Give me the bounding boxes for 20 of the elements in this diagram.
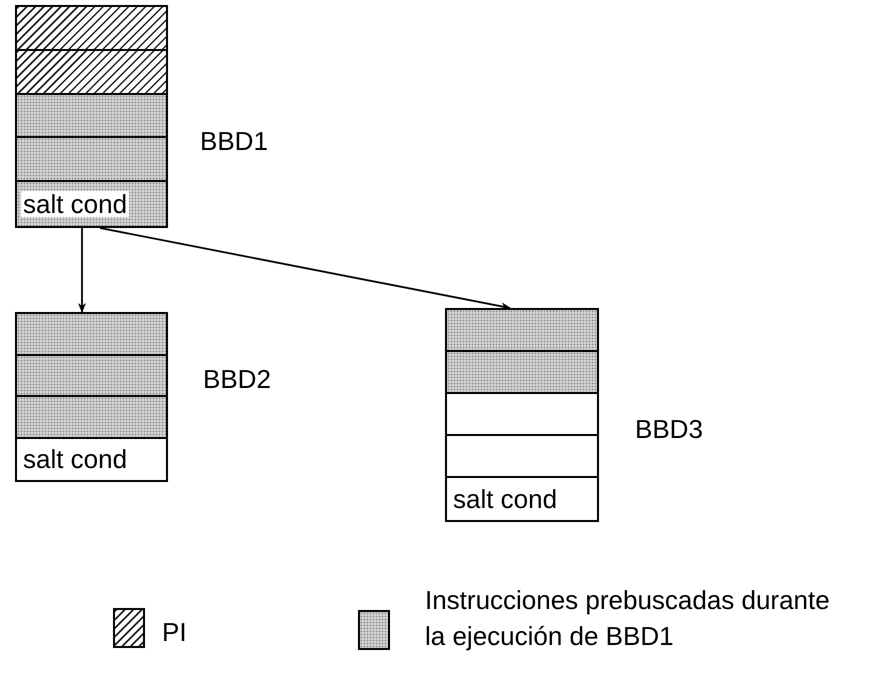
block-label: BBD2: [203, 366, 271, 392]
text-cell: salt cond: [17, 182, 166, 226]
legend-label: Instrucciones prebuscadas durante la ejecución de BBD1: [425, 584, 831, 653]
shaded-cell: [17, 314, 166, 356]
arrow: [100, 227, 511, 310]
legend-label: PI: [162, 616, 188, 649]
arrow: [78, 228, 86, 313]
shaded-cell: [447, 352, 597, 394]
shaded-cell: [17, 138, 166, 182]
instruction-block: [15, 5, 168, 228]
hatched-cell: [17, 50, 166, 95]
shaded-cell: [17, 397, 166, 438]
instruction-block: [445, 308, 599, 522]
instruction-block: [15, 312, 168, 482]
hatched-cell: [17, 7, 166, 51]
shaded-cell: [17, 94, 166, 138]
block-label: BBD1: [200, 128, 268, 154]
block-label: BBD3: [635, 416, 703, 442]
shaded-cell: [17, 356, 166, 397]
shaded-cell: [447, 310, 597, 352]
